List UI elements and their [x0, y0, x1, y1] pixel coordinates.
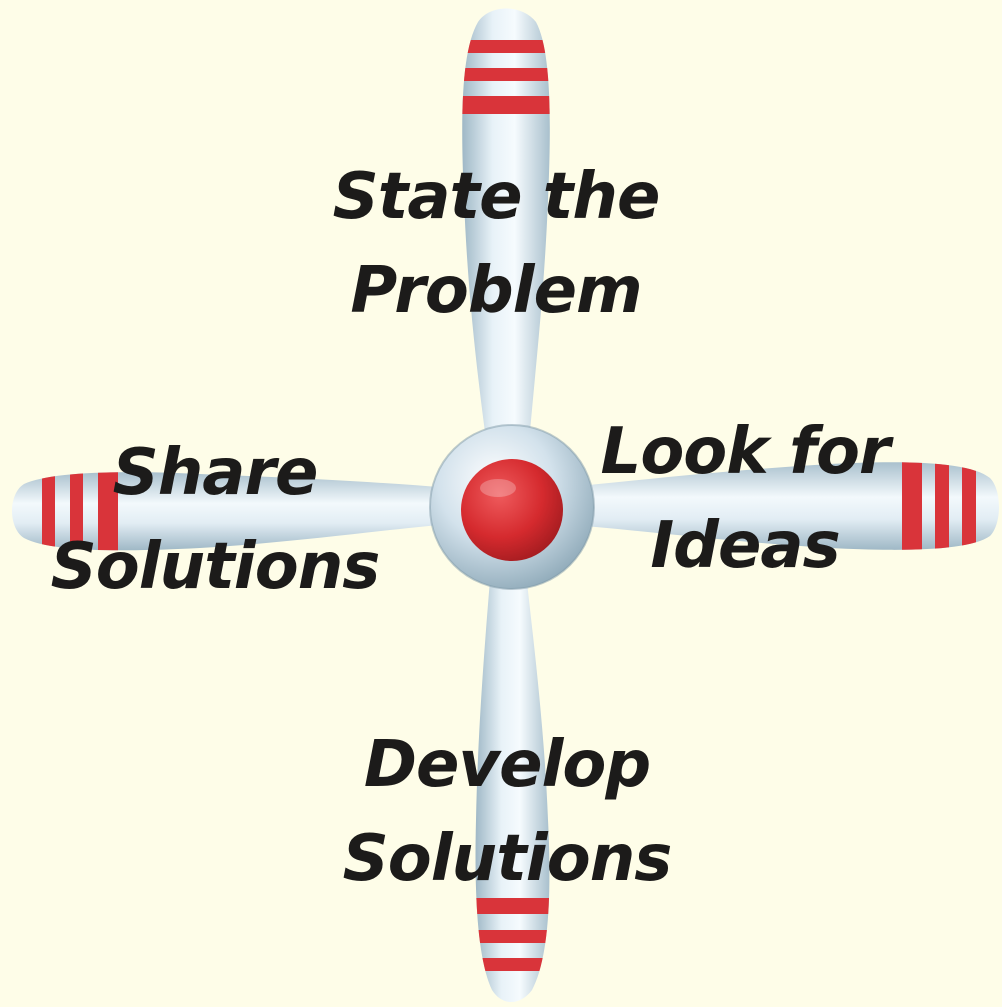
step-label-share-solutions: Share Solutions: [20, 426, 410, 614]
step-label-line: Look for: [600, 415, 891, 489]
step-label-look-for-ideas: Look for Ideas: [550, 405, 940, 593]
step-label-line: Develop: [363, 728, 651, 802]
blade-right: [560, 462, 999, 550]
step-label-line: Solutions: [50, 530, 381, 604]
step-label-develop-solutions: Develop Solutions: [307, 718, 707, 906]
step-label-state-the-problem: State the Problem: [296, 150, 696, 338]
step-label-line: Problem: [350, 254, 642, 328]
blade-left: [12, 472, 450, 551]
propeller-hub: [429, 424, 595, 590]
blade-top: [462, 8, 550, 455]
step-label-line: Share: [112, 436, 319, 510]
blade-bottom: [475, 555, 550, 1002]
step-label-line: State the: [332, 160, 661, 234]
step-label-line: Ideas: [650, 509, 840, 583]
step-label-line: Solutions: [342, 822, 673, 896]
